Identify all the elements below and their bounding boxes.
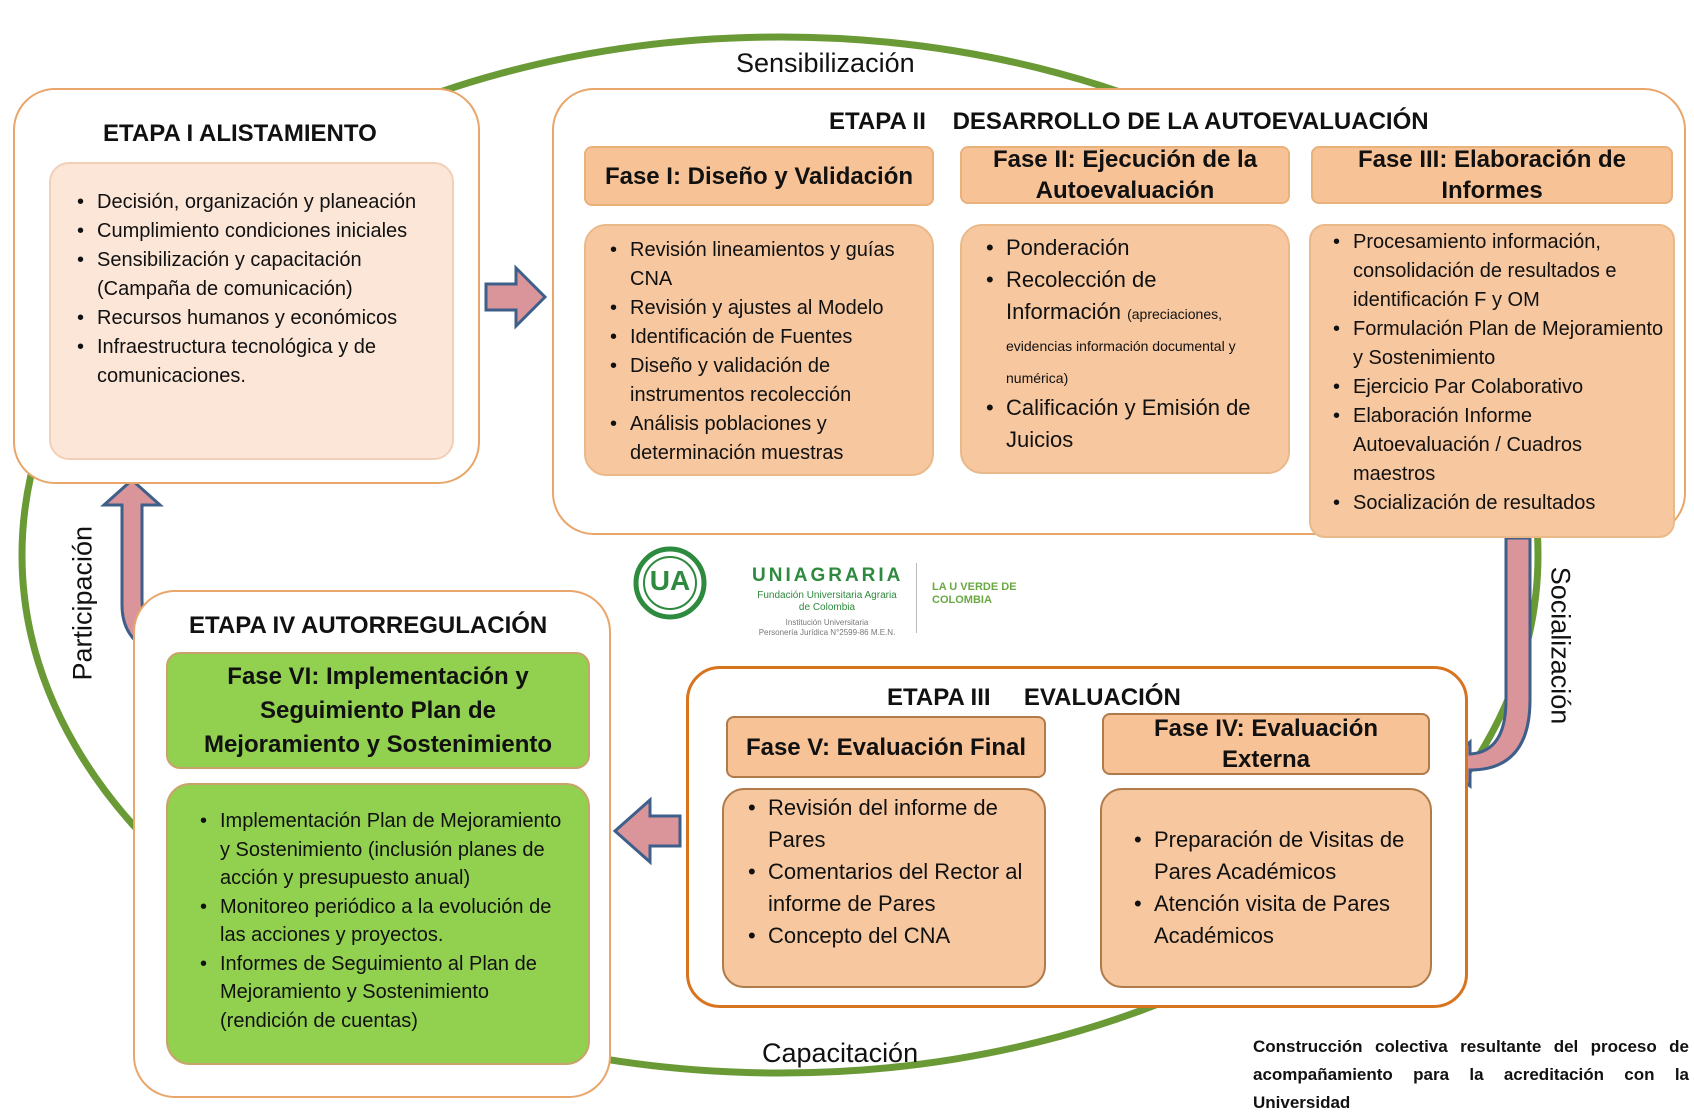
phase6-list: Implementación Plan de Mejoramiento y So… bbox=[198, 807, 574, 1035]
phase2-item-3: Calificación y Emisión de Juicios bbox=[984, 392, 1276, 456]
phase5-body: Revisión del informe de ParesComentarios… bbox=[722, 788, 1046, 988]
phase1-item-1: Revisión lineamientos y guías CNA bbox=[608, 236, 918, 294]
stage3-title: ETAPA III EVALUACIÓN bbox=[887, 684, 1181, 711]
stage1-item-4: Recursos humanos y económicos bbox=[75, 304, 435, 333]
phase2-header: Fase II: Ejecución de la Autoevaluación bbox=[960, 146, 1290, 204]
stage1-item-3: Sensibilización y capacitación (Campaña … bbox=[75, 246, 435, 304]
arrow-stage2-to-stage3 bbox=[1441, 536, 1532, 790]
phase1-item-3: Identificación de Fuentes bbox=[608, 323, 918, 352]
phase4-item-2: Atención visita de Pares Académicos bbox=[1132, 888, 1422, 952]
phase1-item-2: Revisión y ajustes al Modelo bbox=[608, 294, 918, 323]
phase1-header: Fase I: Diseño y Validación bbox=[584, 146, 934, 206]
stage2-title: ETAPA II DESARROLLO DE LA AUTOEVALUACIÓN bbox=[829, 108, 1429, 135]
stage1-list-box: Decisión, organización y planeaciónCumpl… bbox=[49, 162, 454, 460]
phase3-item-2: Formulación Plan de Mejoramiento y Soste… bbox=[1331, 315, 1665, 373]
stage1-title: ETAPA I ALISTAMIENTO bbox=[103, 120, 377, 147]
arrow-stage1-to-stage2 bbox=[484, 264, 548, 330]
logo-initials: UA bbox=[649, 565, 691, 596]
phase4-header: Fase IV: Evaluación Externa bbox=[1102, 713, 1430, 775]
phase3-header: Fase III: Elaboración de Informes bbox=[1311, 146, 1673, 204]
phase3-item-3: Ejercicio Par Colaborativo bbox=[1331, 373, 1665, 402]
phase6-item-1: Implementación Plan de Mejoramiento y So… bbox=[198, 807, 574, 893]
phase4-list: Preparación de Visitas de Pares Académic… bbox=[1132, 824, 1422, 952]
logo-subtitle-2: Personería Jurídica N°2599-86 M.E.N. bbox=[758, 628, 896, 637]
stage4-title: ETAPA IV AUTORREGULACIÓN bbox=[189, 612, 548, 639]
phase3-item-4: Elaboración Informe Autoevaluación / Cua… bbox=[1331, 402, 1665, 489]
arrow-stage3-to-stage4 bbox=[612, 796, 682, 866]
phase1-item-4: Diseño y validación de instrumentos reco… bbox=[608, 352, 918, 410]
phase3-body: Procesamiento información, consolidación… bbox=[1309, 224, 1675, 538]
phase6-body: Implementación Plan de Mejoramiento y So… bbox=[166, 783, 590, 1065]
phase1-item-5: Análisis poblaciones y determinación mue… bbox=[608, 410, 918, 468]
stage1-list: Decisión, organización y planeaciónCumpl… bbox=[75, 188, 435, 391]
phase5-item-1: Revisión del informe de Pares bbox=[746, 792, 1036, 856]
footnote: Construcción colectiva resultante del pr… bbox=[1253, 1037, 1689, 1112]
logo-full-name: Fundación Universitaria Agraria de Colom… bbox=[757, 590, 897, 613]
phase2-item-2-note: (apreciaciones, evidencias información d… bbox=[1006, 306, 1236, 386]
uniagraria-logo: UA UNIAGRARIA Fundación Universitaria Ag… bbox=[632, 545, 1032, 653]
phase6-item-2: Monitoreo periódico a la evolución de la… bbox=[198, 893, 574, 950]
cycle-label-top: Sensibilización bbox=[736, 48, 915, 78]
stage1-panel: ETAPA I ALISTAMIENTO Decisión, organizac… bbox=[13, 88, 480, 484]
stage1-item-2: Cumplimiento condiciones iniciales bbox=[75, 217, 435, 246]
phase1-body: Revisión lineamientos y guías CNARevisió… bbox=[584, 224, 934, 476]
cycle-label-bottom: Capacitación bbox=[762, 1038, 919, 1068]
phase2-body: Ponderación Recolección de Información (… bbox=[960, 224, 1290, 474]
logo-emblem-icon bbox=[633, 546, 707, 620]
logo-subtitle-1: Institución Universitaria bbox=[785, 618, 869, 627]
phase3-item-1: Procesamiento información, consolidación… bbox=[1331, 228, 1665, 315]
phase5-item-2: Comentarios del Rector al informe de Par… bbox=[746, 856, 1036, 920]
cycle-label-right: Socialización bbox=[1545, 566, 1576, 725]
phase5-item-3: Concepto del CNA bbox=[746, 920, 1036, 952]
phase6-item-3: Informes de Seguimiento al Plan de Mejor… bbox=[198, 950, 574, 1036]
phase3-list: Procesamiento información, consolidación… bbox=[1331, 228, 1665, 518]
phase2-item-2: Recolección de Información (apreciacione… bbox=[984, 264, 1276, 392]
phase2-item-1: Ponderación bbox=[984, 232, 1276, 264]
logo-divider bbox=[916, 563, 917, 633]
phase5-header: Fase V: Evaluación Final bbox=[726, 716, 1046, 778]
phase1-list: Revisión lineamientos y guías CNARevisió… bbox=[608, 236, 918, 468]
phase3-item-5: Socialización de resultados bbox=[1331, 489, 1665, 518]
logo-name: UNIAGRARIA bbox=[752, 565, 904, 586]
cycle-ellipse bbox=[18, 33, 1542, 1077]
phase4-item-1: Preparación de Visitas de Pares Académic… bbox=[1132, 824, 1422, 888]
cycle-label-left: Participación bbox=[67, 525, 98, 681]
phase2-item-2-main: Recolección de Información bbox=[1006, 267, 1157, 324]
logo-tagline: LA U VERDE DE COLOMBIA bbox=[932, 581, 1017, 606]
stage1-item-1: Decisión, organización y planeación bbox=[75, 188, 435, 217]
stage1-item-5: Infraestructura tecnológica y de comunic… bbox=[75, 333, 435, 391]
phase6-header: Fase VI: Implementación y Seguimiento Pl… bbox=[166, 652, 590, 769]
phase4-body: Preparación de Visitas de Pares Académic… bbox=[1100, 788, 1432, 988]
phase2-list: Ponderación Recolección de Información (… bbox=[984, 232, 1276, 456]
phase5-list: Revisión del informe de ParesComentarios… bbox=[746, 792, 1036, 952]
